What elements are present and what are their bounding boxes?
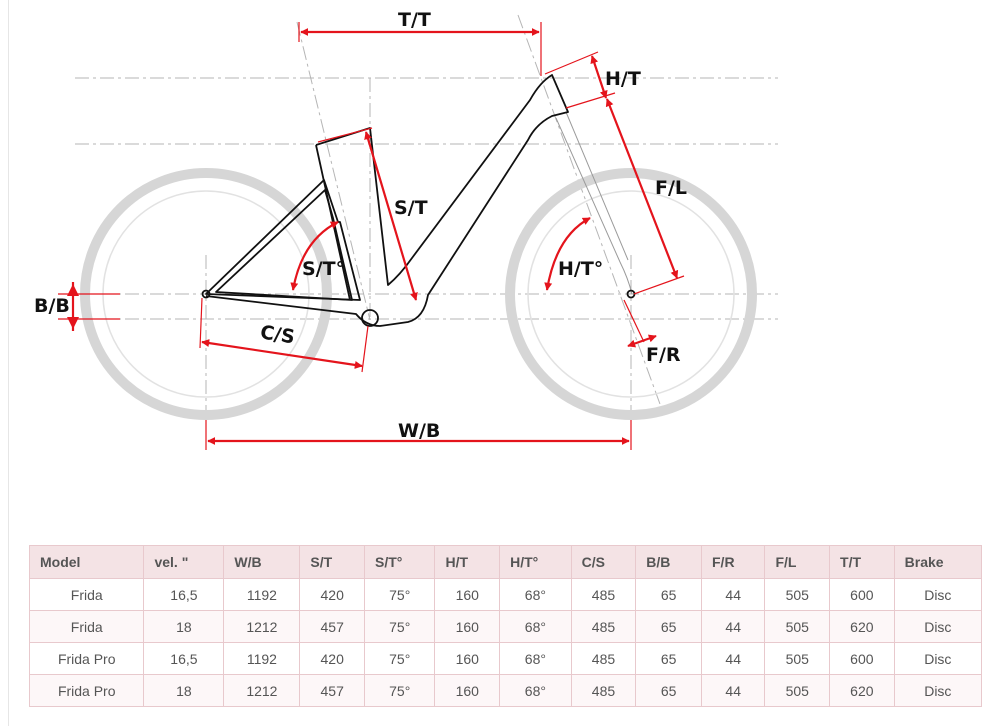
cell-cs: 485 [570,610,637,643]
cell-fr: 44 [700,674,766,707]
cell-ht-angle: 68° [499,642,572,675]
cell-cs: 485 [570,674,637,707]
cell-size: 18 [143,610,225,643]
label-fr: F/R [646,344,681,366]
cell-model: Frida [28,578,145,611]
table-row: Frida Pro 18 1212 457 75° 160 68° 485 65… [28,674,983,707]
cell-st-angle: 75° [363,610,436,643]
cell-tt: 600 [829,578,895,611]
label-ht-angle: H/T° [558,258,603,280]
cell-brake: Disc [893,674,983,707]
cell-ht: 160 [434,578,501,611]
left-border [8,0,9,726]
cell-st: 457 [299,674,365,707]
cell-wb: 1192 [223,578,301,611]
label-cs: C/S [259,321,297,348]
header-st: S/T [299,545,365,579]
table-row: Frida Pro 16,5 1192 420 75° 160 68° 485 … [28,642,983,675]
cell-st-angle: 75° [363,674,436,707]
table-header-row: Model vel. " W/B S/T S/T° H/T H/T° C/S B… [28,545,983,579]
cell-st: 420 [299,578,365,611]
bike-geometry-diagram: T/T H/T F/L S/T S/T° H/T° B/B C/S F/R W/… [34,9,778,450]
cell-brake: Disc [893,642,983,675]
cell-brake: Disc [893,610,983,643]
cell-size: 16,5 [143,578,225,611]
label-fl: F/L [655,177,687,199]
cell-ht-angle: 68° [499,578,572,611]
cell-model: Frida Pro [28,674,145,707]
cell-ht: 160 [434,642,501,675]
cell-cs: 485 [570,642,637,675]
geometry-table: Model vel. " W/B S/T S/T° H/T H/T° C/S B… [28,545,983,707]
cell-fl: 505 [764,578,831,611]
cell-ht: 160 [434,674,501,707]
cell-fr: 44 [700,578,766,611]
cell-bb: 65 [635,674,702,707]
cell-fr: 44 [700,610,766,643]
cell-bb: 65 [635,578,702,611]
cell-size: 16,5 [143,642,225,675]
header-ht: H/T [434,545,501,579]
header-tt: T/T [829,545,895,579]
label-st-angle: S/T° [302,258,345,280]
label-ht: H/T [605,68,641,90]
label-wb: W/B [398,420,440,442]
header-bb: B/B [635,545,702,579]
header-size: vel. " [143,545,225,579]
cell-tt: 620 [829,674,895,707]
header-cs: C/S [570,545,637,579]
header-fl: F/L [764,545,831,579]
dimension-lines [58,22,685,450]
header-brake: Brake [893,545,983,579]
cell-model: Frida [28,610,145,643]
table-row: Frida 16,5 1192 420 75° 160 68° 485 65 4… [28,578,983,611]
cell-fr: 44 [700,642,766,675]
cell-ht: 160 [434,610,501,643]
label-tt: T/T [398,9,431,31]
table-row: Frida 18 1212 457 75° 160 68° 485 65 44 … [28,610,983,643]
cell-wb: 1192 [223,642,301,675]
header-model: Model [28,545,145,579]
label-bb: B/B [34,295,70,317]
cell-cs: 485 [570,578,637,611]
cell-ht-angle: 68° [499,610,572,643]
header-st-angle: S/T° [363,545,436,579]
cell-st-angle: 75° [363,578,436,611]
cell-bb: 65 [635,610,702,643]
bike-frame [201,74,636,327]
header-wb: W/B [223,545,301,579]
cell-tt: 620 [829,610,895,643]
cell-wb: 1212 [223,610,301,643]
cell-fl: 505 [764,642,831,675]
cell-wb: 1212 [223,674,301,707]
cell-st: 457 [299,610,365,643]
cell-size: 18 [143,674,225,707]
cell-model: Frida Pro [28,642,145,675]
cell-tt: 600 [829,642,895,675]
guide-lines [75,14,778,445]
cell-fl: 505 [764,674,831,707]
header-fr: F/R [700,545,766,579]
cell-brake: Disc [893,578,983,611]
cell-fl: 505 [764,610,831,643]
label-st: S/T [394,197,428,219]
cell-st-angle: 75° [363,642,436,675]
header-ht-angle: H/T° [499,545,572,579]
cell-ht-angle: 68° [499,674,572,707]
cell-st: 420 [299,642,365,675]
cell-bb: 65 [635,642,702,675]
